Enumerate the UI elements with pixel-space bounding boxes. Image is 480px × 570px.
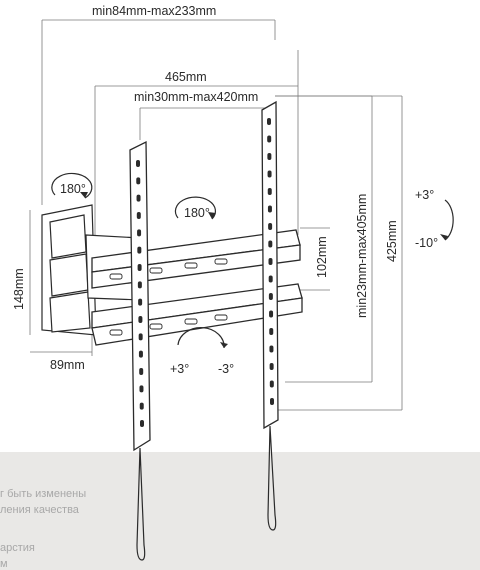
bracket-hole xyxy=(267,153,272,160)
arm-lower-block xyxy=(49,291,91,333)
bracket-hole xyxy=(269,363,274,370)
tilt-arrow xyxy=(444,199,454,241)
right-cord xyxy=(267,425,277,531)
hole-spacing-v-label: min23mm-max405mm xyxy=(355,193,369,318)
rail-slots xyxy=(109,258,228,336)
hole-spacing-h-label: min30mm-max420mm xyxy=(134,90,259,104)
bracket-hole xyxy=(140,420,144,427)
tilt-up-label: +3° xyxy=(415,188,435,202)
level-minus-label: -3° xyxy=(218,362,235,376)
left-cord xyxy=(136,447,146,561)
height-425-label: 425mm xyxy=(385,220,399,262)
arm-middle-block xyxy=(49,253,89,297)
note-line-1: г быть изменены xyxy=(0,488,87,500)
bracket-hole xyxy=(268,293,273,300)
bracket-hole xyxy=(138,298,143,306)
wall-arm-assembly xyxy=(41,204,143,336)
bracket-hole xyxy=(139,385,144,393)
wall-plate-height-label: 148mm xyxy=(12,268,26,310)
rail-slot xyxy=(109,273,123,280)
bracket-hole xyxy=(136,177,141,185)
rail-slot xyxy=(184,262,198,269)
bracket-hole xyxy=(267,135,272,143)
bracket-hole xyxy=(269,310,274,318)
bracket-hole xyxy=(268,275,273,283)
tilt-down-label: -10° xyxy=(415,236,439,250)
arrow-head xyxy=(220,342,228,348)
vertical-brackets xyxy=(129,100,279,452)
background-bottom-panel xyxy=(0,452,480,570)
level-plus-label: +3° xyxy=(170,362,190,376)
depth-range-label: min84mm-max233mm xyxy=(92,4,217,18)
width-465-label: 465mm xyxy=(165,70,207,84)
arm-swivel-label: 180° xyxy=(60,182,86,196)
bracket-hole xyxy=(137,246,142,254)
bracket-hole xyxy=(139,402,144,410)
rail-height-label: 102mm xyxy=(315,236,329,278)
arm-swivel-arrow xyxy=(51,172,93,199)
bracket-hole xyxy=(268,258,273,265)
rail-slot xyxy=(214,314,228,321)
left-bracket xyxy=(129,140,151,452)
bracket-hole xyxy=(267,170,272,178)
arrow-head xyxy=(80,192,88,198)
rail-slot xyxy=(184,318,198,325)
bracket-hole xyxy=(270,398,274,405)
bracket-hole xyxy=(269,345,274,353)
bracket-hole xyxy=(267,188,272,195)
bracket-hole xyxy=(137,229,142,237)
rotation-arrows xyxy=(51,172,454,349)
note-line-2: ления качества xyxy=(0,504,79,516)
note-line-3: арстия xyxy=(0,542,35,554)
bracket-hole xyxy=(269,380,274,388)
note-line-4: м xyxy=(0,558,8,570)
bracket-hole xyxy=(137,264,142,271)
center-swivel-arrow xyxy=(174,196,217,220)
bracket-hole xyxy=(137,281,142,289)
bracket-hole xyxy=(138,316,143,323)
bracket-hole xyxy=(269,328,274,335)
rail-slot xyxy=(149,267,163,274)
bracket-hole xyxy=(139,368,144,375)
safety-cords xyxy=(136,425,277,561)
bracket-hole xyxy=(136,212,141,219)
bracket-hole xyxy=(138,350,143,358)
arrow-head xyxy=(440,234,448,240)
rail-slot xyxy=(149,323,163,330)
bracket-holes xyxy=(136,118,274,427)
bracket-hole xyxy=(268,223,273,230)
bracket-hole xyxy=(267,118,271,125)
center-swivel-label: 180° xyxy=(184,206,210,220)
bracket-hole xyxy=(136,194,141,202)
bracket-hole xyxy=(267,205,272,213)
rail-slot xyxy=(109,329,123,336)
rail-slot xyxy=(214,258,228,265)
arrow-head xyxy=(208,212,216,219)
dimension-lines xyxy=(29,19,403,411)
arrow-heads xyxy=(80,192,448,348)
arm-upper-block xyxy=(49,214,87,259)
wall-plate-depth-label: 89mm xyxy=(50,358,85,372)
right-bracket xyxy=(261,100,279,430)
bracket-hole xyxy=(136,160,140,167)
bracket-hole xyxy=(268,240,273,248)
bracket-hole xyxy=(138,333,143,341)
level-arrow xyxy=(177,327,225,349)
